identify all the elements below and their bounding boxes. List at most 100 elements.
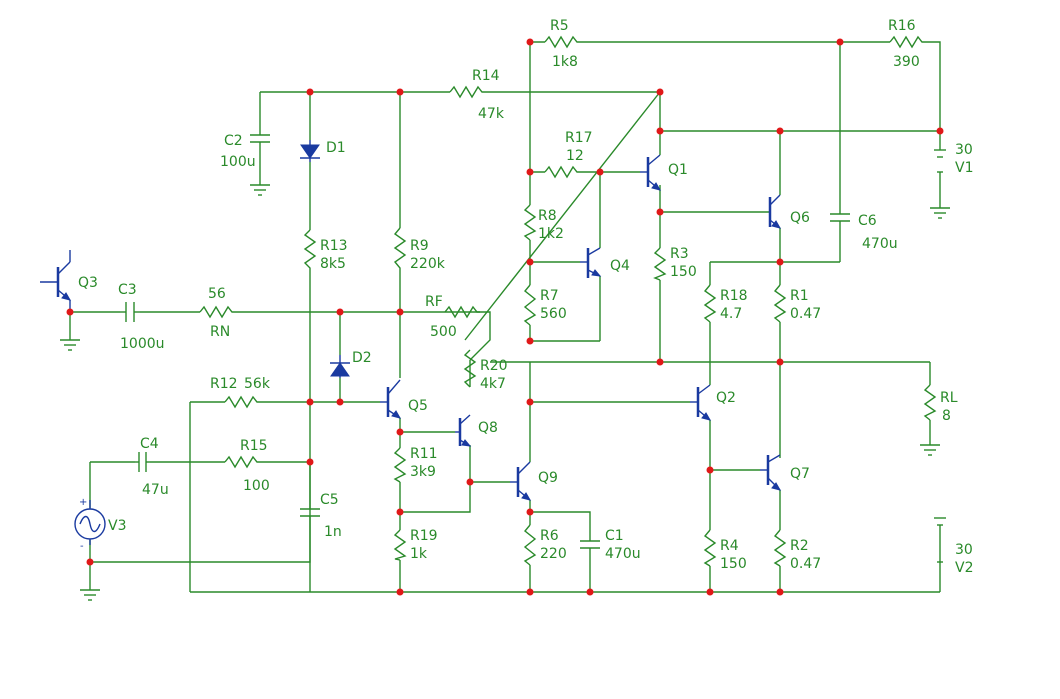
label-Q4-ref: Q4 [610, 258, 630, 274]
resistor-R19[interactable] [393, 529, 407, 561]
capacitor-C1[interactable] [580, 535, 600, 555]
batteries [934, 149, 946, 563]
label-C1-value: 470u [605, 546, 641, 562]
label-R4-value: 150 [720, 556, 747, 572]
label-R11-value: 3k9 [410, 464, 436, 480]
capacitor-C6[interactable] [830, 212, 850, 225]
resistor-R14[interactable] [449, 85, 485, 99]
label-Q3-ref: Q3 [78, 275, 98, 291]
resistor-R9[interactable] [393, 227, 407, 272]
resistor-R15[interactable] [224, 455, 260, 469]
label-R7-ref: R7 [540, 288, 559, 304]
label-R19-value: 1k [410, 546, 428, 562]
resistor-R13[interactable] [303, 229, 317, 270]
label-Q1-ref: Q1 [668, 162, 688, 178]
label-R17-ref: R17 [565, 130, 593, 146]
resistor-R6[interactable] [523, 524, 537, 566]
transistor-Q2[interactable] [690, 384, 712, 421]
label-Q2-ref: Q2 [716, 390, 736, 406]
capacitor-C3[interactable] [120, 302, 140, 322]
label-C4-ref: C4 [140, 436, 159, 452]
label-V2-ref: V2 [955, 560, 973, 576]
label-Q6-ref: Q6 [790, 210, 810, 226]
resistor-R20[interactable] [463, 349, 477, 388]
resistor-R2[interactable] [773, 529, 787, 567]
transistor-Q7[interactable] [760, 454, 782, 491]
label-R5-ref: R5 [550, 18, 569, 34]
label-R8-value: 1k2 [538, 226, 564, 242]
junctions [66, 38, 944, 596]
resistor-RL[interactable] [923, 384, 937, 421]
label-R15-value: 100 [243, 478, 270, 494]
resistor-R11[interactable] [393, 447, 407, 483]
label-C1-ref: C1 [605, 528, 624, 544]
label-C3-ref: C3 [118, 282, 137, 298]
label-C4-value: 47u [142, 482, 169, 498]
resistor-R12[interactable] [224, 395, 260, 409]
label-R13-value: 8k5 [320, 256, 346, 272]
label-R3-ref: R3 [670, 246, 689, 262]
battery-V2[interactable] [934, 517, 946, 563]
resistor-R17[interactable] [544, 165, 580, 179]
ground-q3-icon [60, 312, 80, 351]
label-Q8-ref: Q8 [478, 420, 498, 436]
resistor-R16[interactable] [889, 35, 925, 49]
label-Q9-ref: Q9 [538, 470, 558, 486]
label-V3-ref: V3 [108, 518, 126, 534]
resistor-R18[interactable] [703, 284, 717, 323]
transistor-Q3[interactable] [40, 250, 72, 312]
label-R11-ref: R11 [410, 446, 438, 462]
resistor-RN[interactable] [199, 305, 235, 319]
label-V2-value: 30 [955, 542, 973, 558]
transistor-Q1[interactable] [640, 154, 662, 191]
transistor-Q8[interactable] [455, 414, 472, 447]
label-R18-value: 4.7 [720, 306, 742, 322]
label-D2-ref: D2 [352, 350, 372, 366]
resistor-R4[interactable] [703, 529, 717, 567]
label-R3-value: 150 [670, 264, 697, 280]
ground-v3-icon [80, 589, 100, 601]
label-R4-ref: R4 [720, 538, 739, 554]
label-C6-value: 470u [862, 236, 898, 252]
resistors [199, 35, 937, 567]
label-R16-ref: R16 [888, 18, 916, 34]
label-R8-ref: R8 [538, 208, 557, 224]
label-RF-ref: RF [425, 294, 443, 310]
resistor-R1[interactable] [773, 284, 787, 323]
label-C2-value: 100u [220, 154, 256, 170]
resistor-RF[interactable] [444, 305, 480, 319]
label-Q7-ref: Q7 [790, 466, 810, 482]
label-R14-value: 47k [478, 106, 505, 122]
label-C5-value: 1n [324, 524, 342, 540]
capacitors [120, 130, 850, 555]
label-R12-ref: R12 [210, 376, 238, 392]
diode-D1[interactable] [300, 140, 320, 162]
label-R2-ref: R2 [790, 538, 809, 554]
transistor-Q9[interactable] [510, 461, 532, 501]
label-R13-ref: R13 [320, 238, 348, 254]
label-R20-ref: R20 [480, 358, 508, 374]
diode-D2[interactable] [330, 355, 350, 378]
label-R18-ref: R18 [720, 288, 748, 304]
transistor-Q5[interactable] [380, 379, 402, 419]
resistor-R3[interactable] [653, 247, 667, 281]
resistor-R7[interactable] [523, 284, 537, 326]
transistor-Q6[interactable] [768, 194, 782, 229]
source-V3[interactable]: + - [74, 497, 106, 552]
labels: R5 1k8 R16 390 R14 47k C2 100u D1 R17 12… [78, 18, 973, 576]
label-R6-value: 220 [540, 546, 567, 562]
label-R19-ref: R19 [410, 528, 438, 544]
capacitor-C5[interactable] [300, 505, 320, 520]
resistor-R5[interactable] [544, 35, 580, 49]
label-R1-value: 0.47 [790, 306, 821, 322]
label-RL-ref: RL [940, 390, 958, 406]
transistor-Q4[interactable] [580, 247, 602, 278]
capacitor-C4[interactable] [135, 452, 150, 472]
resistor-R8[interactable] [523, 204, 537, 241]
label-R6-ref: R6 [540, 528, 559, 544]
battery-V1[interactable] [934, 149, 946, 173]
ground-v1-icon [930, 207, 950, 219]
capacitor-C2[interactable] [250, 130, 270, 148]
label-R17-value: 12 [566, 148, 584, 164]
